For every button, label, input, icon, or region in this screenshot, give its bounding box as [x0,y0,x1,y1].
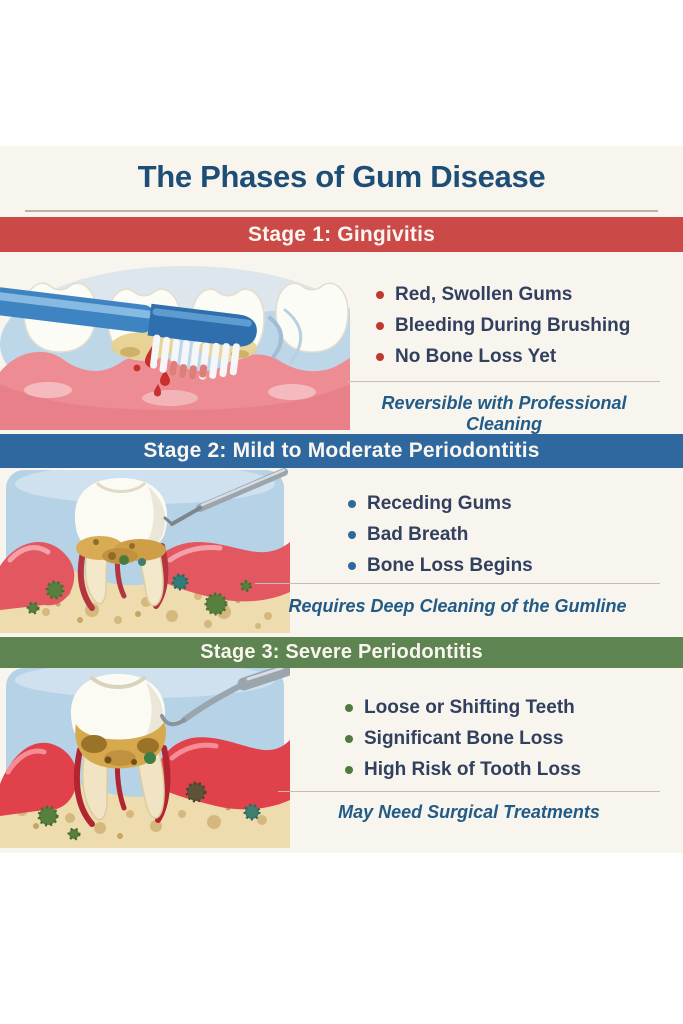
stage3-banner: Stage 3: Severe Periodontitis [0,637,683,668]
stage3-severe-tooth-cross-section-illustration [0,668,290,848]
list-item: Bleeding During Brushing [348,310,670,341]
stage1-banner: Stage 1: Gingivitis [0,217,683,252]
note-divider [255,583,660,584]
bullet-dot [348,499,356,508]
stage1-bullet-list: Red, Swollen Gums Bleeding During Brushi… [348,279,670,372]
note-divider [348,381,660,382]
gums-shape [0,351,350,430]
stage1-banner-label: Stage 1: Gingivitis [247,223,435,246]
tartar-buildup [76,536,166,566]
stage2-bullet-list: Receding Gums Bad Breath Bone Loss Begin… [290,488,670,581]
title-divider [25,210,658,212]
bullet-dot [348,561,356,570]
page-title: The Phases of Gum Disease [137,159,546,194]
stage3-banner-label: Stage 3: Severe Periodontitis [200,641,483,663]
toothbrush-icon [0,287,257,380]
bullet-dot [376,290,384,299]
bullet-text: Significant Bone Loss [364,727,564,749]
brush-motion-lines [268,308,303,364]
stage2-tooth-cross-section-illustration [0,468,290,633]
stage3-bullet-list: Loose or Shifting Teeth Significant Bone… [290,692,670,785]
bullet-dot [376,352,384,361]
stage2-banner: Stage 2: Mild to Moderate Periodontitis [0,434,683,468]
stage2-banner-label: Stage 2: Mild to Moderate Periodontitis [143,439,540,462]
stage1-note: Reversible with Professional Cleaning [381,393,627,434]
bullet-text: Receding Gums [367,492,512,514]
stage3-note: May Need Surgical Treatments [338,802,600,822]
list-item: Bad Breath [290,519,670,550]
bullet-text: Bleeding During Brushing [395,314,631,336]
bullet-text: No Bone Loss Yet [395,345,557,367]
bullet-text: Bone Loss Begins [367,554,533,576]
bullet-text: Bad Breath [367,523,469,545]
inflamed-gums-shape [0,737,290,816]
dental-probe-icon [163,468,288,526]
list-item: Receding Gums [290,488,670,519]
list-item: Bone Loss Begins [290,550,670,581]
list-item: Red, Swollen Gums [348,279,670,310]
list-item: Significant Bone Loss [290,723,670,754]
bullet-dot [345,765,353,774]
list-item: No Bone Loss Yet [348,341,670,372]
note-divider [278,791,660,792]
list-item: Loose or Shifting Teeth [290,692,670,723]
dental-scaler-icon [160,668,290,727]
bacteria-germs [37,781,261,841]
bullet-text: Red, Swollen Gums [395,283,573,305]
stage1-bleeding-gums-toothbrush-illustration [0,252,350,430]
bullet-text: Loose or Shifting Teeth [364,696,575,718]
bullet-dot [348,530,356,539]
bullet-text: High Risk of Tooth Loss [364,758,582,780]
bullet-dot [376,321,384,330]
heavy-tartar-buildup [75,722,166,769]
infographic-card: The Phases of Gum Disease Stage 1: Gingi… [0,146,683,853]
bullet-dot [345,703,353,712]
list-item: High Risk of Tooth Loss [290,754,670,785]
bacteria-germs [26,573,252,616]
stage2-note: Requires Deep Cleaning of the Gumline [288,596,627,616]
bullet-dot [345,734,353,743]
